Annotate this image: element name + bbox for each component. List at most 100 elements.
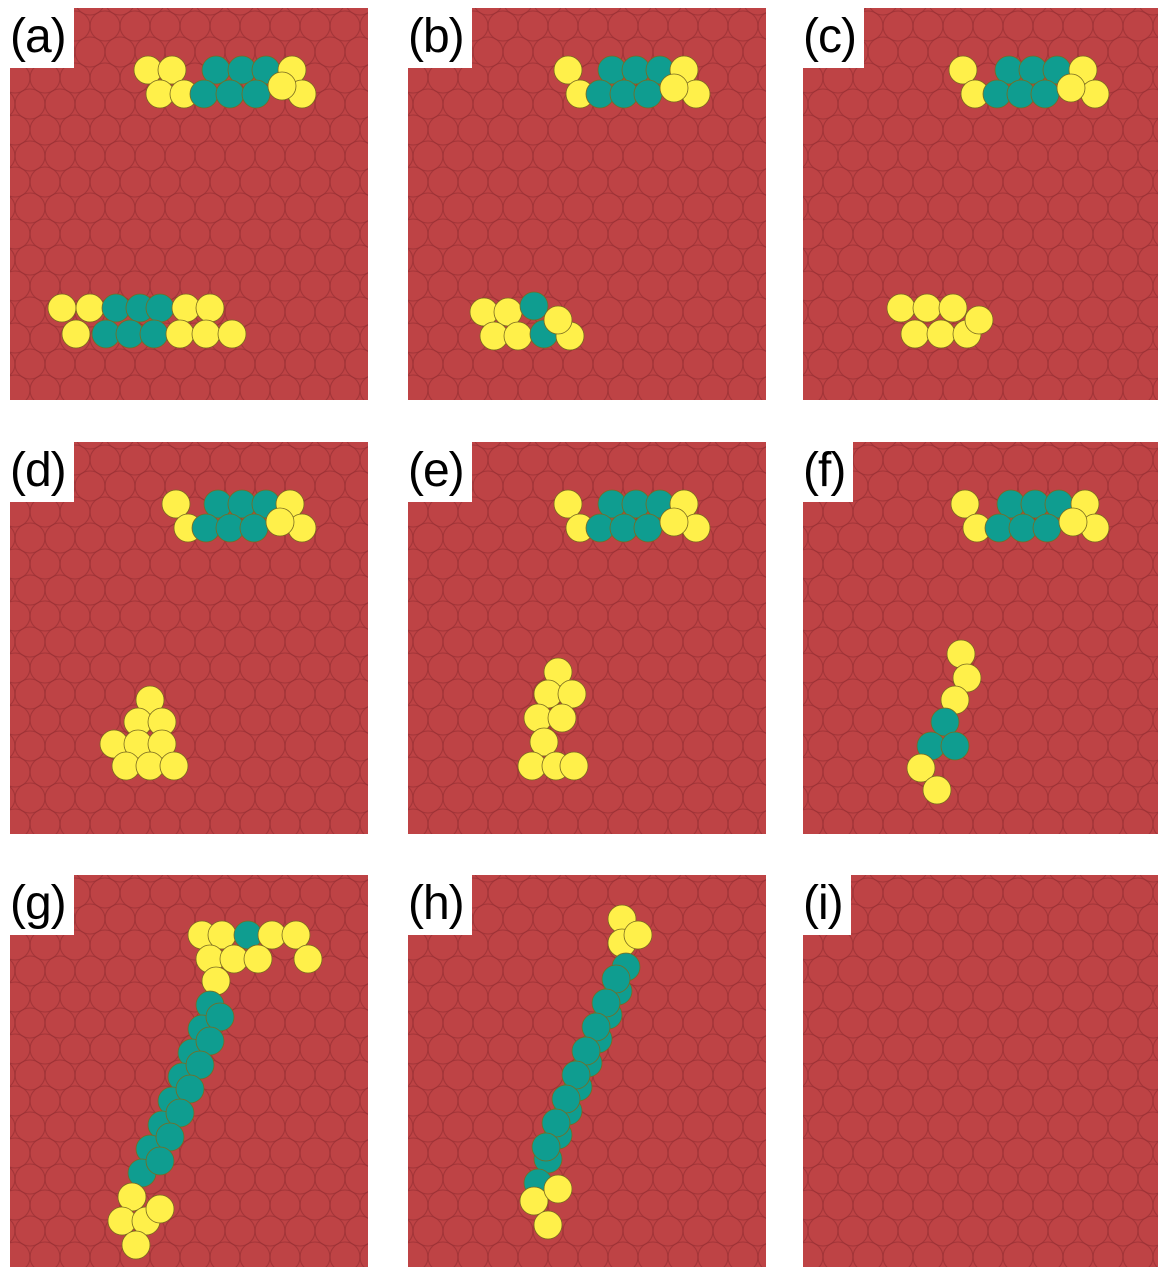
substrate-atom xyxy=(712,1163,744,1195)
substrate-atom xyxy=(269,114,301,146)
substrate-atom xyxy=(1137,782,1158,814)
panel-label: (c) xyxy=(803,8,864,68)
substrate-atom xyxy=(269,1085,301,1117)
substrate-atom xyxy=(1002,10,1034,42)
substrate-atom xyxy=(667,10,699,42)
substrate-atom xyxy=(987,1215,1019,1247)
substrate-atom xyxy=(76,8,104,16)
substrate-atom xyxy=(74,574,106,606)
substrate-atom xyxy=(344,730,368,762)
substrate-atom xyxy=(59,1085,91,1117)
substrate-atom xyxy=(742,678,766,710)
substrate-atom xyxy=(1062,218,1094,250)
substrate-atom xyxy=(442,955,474,987)
substrate-atom xyxy=(987,1163,1019,1195)
substrate-atom xyxy=(667,548,699,580)
substrate-atom xyxy=(487,270,519,302)
substrate-atom xyxy=(502,1215,534,1247)
substrate-atom xyxy=(487,496,519,528)
substrate-atom xyxy=(256,442,284,450)
substrate-atom xyxy=(89,548,121,580)
substrate-atom xyxy=(532,348,564,380)
substrate-atom xyxy=(1122,808,1154,834)
substrate-atom xyxy=(104,574,136,606)
substrate-atom xyxy=(1122,600,1154,632)
substrate-atom xyxy=(652,955,684,987)
substrate-atom xyxy=(807,1111,839,1143)
substrate-atom xyxy=(577,10,609,42)
substrate-atom xyxy=(329,10,361,42)
substrate-atom xyxy=(344,1163,368,1195)
substrate-atom xyxy=(149,877,181,909)
substrate-atom xyxy=(807,1059,839,1091)
substrate-atom xyxy=(314,1163,346,1195)
substrate-atom xyxy=(314,574,346,606)
substrate-atom xyxy=(269,1137,301,1169)
substrate-atom xyxy=(532,522,564,554)
substrate-atom xyxy=(957,1215,989,1247)
substrate-atom xyxy=(882,1137,914,1169)
substrate-atom xyxy=(803,652,824,684)
substrate-atom xyxy=(652,730,684,762)
substrate-atom xyxy=(1077,782,1109,814)
substrate-atom xyxy=(742,1163,766,1195)
substrate-atom xyxy=(1062,981,1094,1013)
substrate-atom xyxy=(807,192,839,224)
substrate-atom xyxy=(867,36,899,68)
substrate-atom xyxy=(254,244,286,276)
substrate-atom xyxy=(427,218,459,250)
yellow-atom xyxy=(948,55,978,85)
substrate-atom xyxy=(1077,296,1109,328)
substrate-atom xyxy=(166,8,194,16)
substrate-atom xyxy=(622,140,654,172)
substrate-atom xyxy=(412,955,444,987)
substrate-atom xyxy=(1137,348,1158,380)
substrate-atom xyxy=(502,782,534,814)
substrate-atom xyxy=(972,929,1004,961)
substrate-atom xyxy=(29,1241,61,1267)
substrate-atom xyxy=(89,1085,121,1117)
teal-atom xyxy=(189,79,219,109)
substrate-atom xyxy=(742,1215,766,1247)
substrate-atom xyxy=(134,140,166,172)
substrate-atom xyxy=(408,1085,429,1117)
substrate-atom xyxy=(329,62,361,94)
substrate-atom xyxy=(1032,322,1064,354)
teal-atom xyxy=(239,513,269,543)
substrate-atom xyxy=(803,756,824,788)
substrate-atom xyxy=(987,903,1019,935)
substrate-atom xyxy=(822,1033,854,1065)
substrate-atom xyxy=(867,522,899,554)
substrate-atom xyxy=(472,782,504,814)
substrate-atom xyxy=(927,1111,959,1143)
substrate-atom xyxy=(474,442,502,450)
substrate-atom xyxy=(989,442,1017,450)
substrate-atom xyxy=(224,1059,256,1091)
substrate-atom xyxy=(622,574,654,606)
substrate-atom xyxy=(1062,600,1094,632)
substrate-atom xyxy=(837,192,869,224)
substrate-atom xyxy=(757,446,766,474)
substrate-atom xyxy=(712,730,744,762)
substrate-atom xyxy=(269,270,301,302)
substrate-atom xyxy=(314,192,346,224)
substrate-atom xyxy=(1032,1085,1064,1117)
substrate-atom xyxy=(472,36,504,68)
substrate-atom xyxy=(562,574,594,606)
substrate-atom xyxy=(622,244,654,276)
substrate-atom xyxy=(89,496,121,528)
substrate-atom xyxy=(1137,1163,1158,1195)
substrate-atom xyxy=(822,1189,854,1221)
substrate-atom xyxy=(547,10,579,42)
substrate-atom xyxy=(196,442,224,450)
substrate-atom xyxy=(822,600,854,632)
substrate-atom xyxy=(164,626,196,658)
substrate-atom xyxy=(822,981,854,1013)
substrate-atom xyxy=(408,114,429,146)
substrate-atom xyxy=(10,981,31,1013)
substrate-atom xyxy=(712,296,744,328)
substrate-atom xyxy=(1079,8,1107,16)
substrate-atom xyxy=(742,955,766,987)
substrate-atom xyxy=(104,903,136,935)
panel-h: (h) xyxy=(408,875,766,1267)
